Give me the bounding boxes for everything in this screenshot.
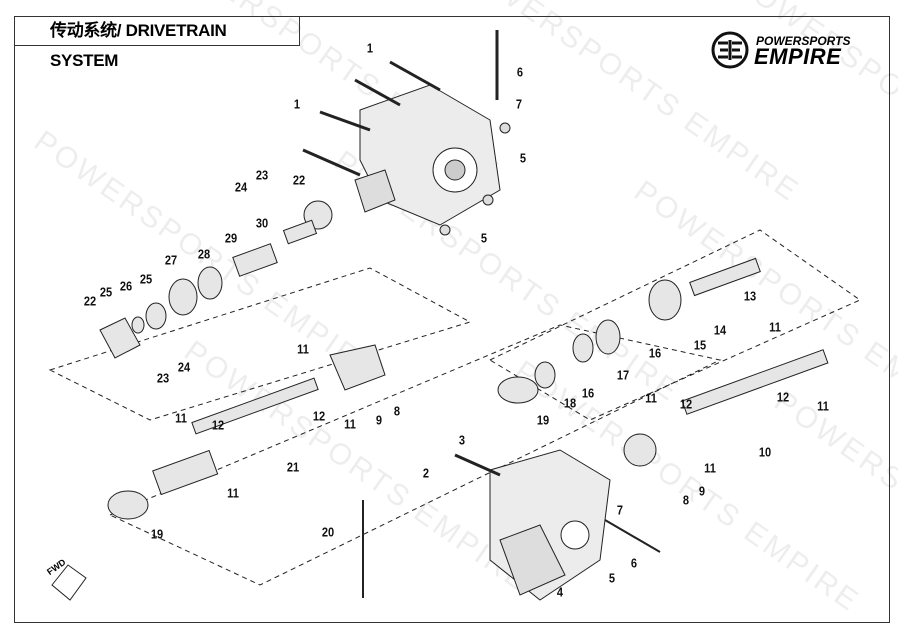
callout: 22 — [83, 293, 97, 309]
page-title: 传动系统/ DRIVETRAIN SYSTEM — [14, 16, 300, 70]
logo-line1: POWERSPORTS — [756, 34, 851, 48]
callout: 21 — [286, 459, 300, 475]
diagram-frame — [14, 16, 890, 623]
callout: 29 — [224, 230, 238, 246]
callout: 12 — [211, 417, 225, 433]
callout: 7 — [616, 502, 624, 518]
callout: 11 — [769, 319, 781, 335]
callout: 8 — [393, 403, 401, 419]
callout: 6 — [516, 64, 524, 80]
callout: 12 — [312, 408, 326, 424]
callout: 11 — [175, 410, 187, 426]
callout: 9 — [375, 412, 383, 428]
callout: 11 — [817, 398, 829, 414]
callout: 19 — [536, 412, 550, 428]
callout: 5 — [519, 150, 527, 166]
callout: 6 — [630, 555, 638, 571]
callout: 30 — [255, 215, 269, 231]
callout: 5 — [608, 570, 616, 586]
callout: 11 — [227, 485, 239, 501]
callout: 12 — [776, 389, 790, 405]
input-shaft-parts — [99, 200, 333, 359]
callout: 16 — [648, 345, 662, 361]
callout: 11 — [704, 460, 716, 476]
callout: 27 — [164, 252, 178, 268]
callout: 24 — [234, 179, 248, 195]
callout: 26 — [119, 278, 133, 294]
callout: 23 — [255, 167, 269, 183]
callout: 17 — [616, 367, 630, 383]
callout: 12 — [679, 396, 693, 412]
callout: 8 — [682, 492, 690, 508]
callout: 7 — [515, 96, 523, 112]
callout: 10 — [758, 444, 772, 460]
callout: 25 — [139, 271, 153, 287]
empire-logo-icon — [711, 31, 749, 69]
callout: 11 — [297, 341, 309, 357]
callout: 20 — [321, 524, 335, 540]
callout: 2 — [422, 465, 430, 481]
driveshaft-group-box — [108, 324, 722, 586]
callout: 4 — [556, 584, 564, 600]
callout: 13 — [743, 288, 757, 304]
callout: 18 — [563, 395, 577, 411]
callout: 3 — [458, 432, 466, 448]
front-differential — [354, 84, 501, 226]
front-shaft-group-box — [48, 267, 472, 421]
logo-line2: EMPIRE — [754, 44, 842, 69]
callout: 11 — [645, 390, 657, 406]
callout: 28 — [197, 246, 211, 262]
rear-differential — [454, 449, 661, 601]
callout: 24 — [177, 359, 191, 375]
callout: 19 — [150, 526, 164, 542]
callout: 25 — [99, 284, 113, 300]
rear-shaft-group-box — [488, 229, 862, 421]
callout: 5 — [480, 230, 488, 246]
callout: 9 — [698, 483, 706, 499]
rear-shaft-parts — [497, 257, 829, 467]
callout: 23 — [156, 370, 170, 386]
bolts — [302, 30, 511, 236]
brand-logo: POWERSPORTS EMPIRE — [710, 30, 870, 70]
front-driveshaft — [107, 344, 386, 520]
callout: 14 — [713, 322, 727, 338]
callout: 15 — [693, 337, 707, 353]
callout: 16 — [581, 385, 595, 401]
fwd-arrow-icon — [51, 564, 87, 601]
callout: 1 — [366, 40, 374, 56]
callout: 22 — [292, 172, 306, 188]
callout: 11 — [344, 416, 356, 432]
callout: 1 — [293, 96, 301, 112]
